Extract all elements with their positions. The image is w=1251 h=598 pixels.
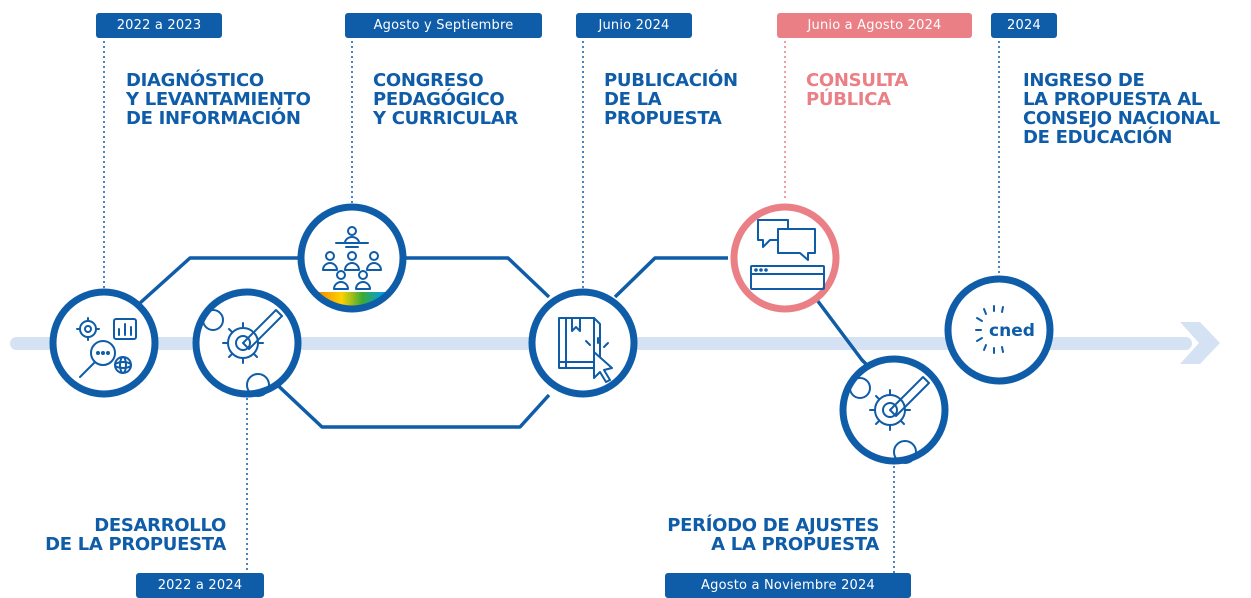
connector-lower-mid <box>268 376 551 429</box>
node-circle <box>944 275 1054 385</box>
connector-paths <box>138 256 874 429</box>
gears-analysis-magnifier-icon <box>76 317 137 378</box>
node-circle <box>730 203 840 313</box>
node-circle <box>49 288 159 398</box>
cned-logo-text: cned <box>989 321 1035 341</box>
connector-upper-left <box>138 256 303 305</box>
cned-logo-icon <box>975 305 1004 354</box>
milestone-title-consulta: CONSULTA PÚBLICA <box>806 70 909 110</box>
node-circle <box>192 288 302 398</box>
book-cursor-icon <box>558 317 613 383</box>
leader-lines <box>103 41 1000 573</box>
node-ajustes <box>839 355 949 465</box>
date-badge-congreso: Agosto y Septiembre <box>345 13 542 38</box>
date-badge-ingreso: 2024 <box>991 13 1057 38</box>
node-circle <box>528 288 638 398</box>
node-diagnostico <box>49 288 159 398</box>
connector-upper-right <box>613 256 728 299</box>
milestone-title-congreso: CONGRESO PEDAGÓGICO Y CURRICULAR <box>373 70 519 129</box>
node-circle <box>839 355 949 465</box>
milestone-title-publicacion: PUBLICACIÓN DE LA PROPUESTA <box>604 70 738 129</box>
date-badge-desarrollo: 2022 a 2024 <box>136 573 264 598</box>
milestone-title-diagnostico: DIAGNÓSTICO Y LEVANTAMIENTO DE INFORMACI… <box>126 70 311 129</box>
date-badge-publicacion: Junio 2024 <box>576 13 692 38</box>
node-desarrollo <box>192 288 302 398</box>
gears-pencil-icon <box>202 309 283 397</box>
milestone-title-desarrollo: DESARROLLO DE LA PROPUESTA <box>45 515 226 555</box>
milestone-title-ajustes: PERÍODO DE AJUSTES A LA PROPUESTA <box>667 515 879 555</box>
connector-upper-mid <box>402 256 551 299</box>
chat-bubbles-browser-icon <box>750 219 825 290</box>
date-badge-ajustes: Agosto a Noviembre 2024 <box>665 573 911 598</box>
connector-lower-right <box>815 298 874 372</box>
gears-pencil-icon <box>849 376 930 464</box>
date-badge-diagnostico: 2022 a 2023 <box>96 13 222 38</box>
node-ingreso: cned <box>944 275 1054 385</box>
node-publicacion <box>528 288 638 398</box>
date-badge-consulta: Junio a Agosto 2024 <box>777 13 972 38</box>
node-consulta <box>730 203 840 313</box>
node-circle <box>297 203 407 313</box>
conference-audience-icon <box>322 226 382 290</box>
milestone-title-ingreso: INGRESO DE LA PROPUESTA AL CONSEJO NACIO… <box>1023 70 1220 148</box>
node-fill <box>301 207 403 309</box>
node-congreso <box>297 203 407 313</box>
